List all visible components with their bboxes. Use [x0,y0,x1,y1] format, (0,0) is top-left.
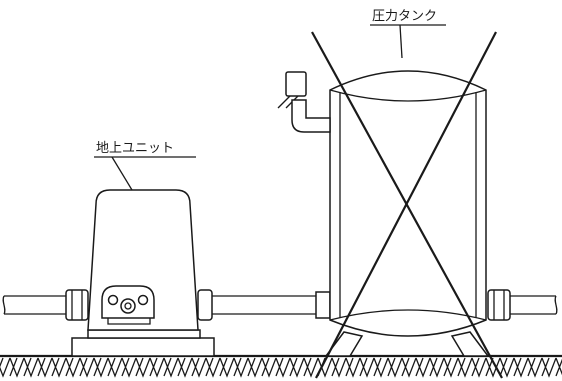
switch-box [285,71,307,97]
connecting-pipe [212,291,331,319]
elbow-pipe [291,99,331,133]
right-coupling [487,289,511,321]
ground-unit-leader [111,156,133,191]
ground-unit [87,189,213,331]
label-ground-unit: 地上ユニット [94,141,196,191]
base-plate [71,337,215,357]
ground-unit-label: 地上ユニット [96,141,174,156]
hatch-pattern [0,357,562,378]
pressure-tank-label: 圧力タンク [372,9,437,24]
pump-shaft [120,298,136,314]
ground-hatch [0,357,562,378]
tank-leg-left [324,331,364,357]
cross-mark [311,31,503,379]
unit-right-coupling [197,289,213,321]
ground [0,354,562,378]
pressure-switch [277,71,331,133]
pressure-tank-leader [399,24,403,59]
pump-bolt-right [137,294,149,306]
ground-unit-base [71,329,215,357]
cross-line-2 [315,31,497,379]
right-pipe [487,289,558,321]
label-pressure-tank: 圧力タンク [370,9,446,59]
pump-bolt-left [107,294,119,306]
tank-leg-right [450,331,490,357]
left-coupling [65,289,89,321]
base-top [87,329,201,339]
left-pipe [2,289,89,321]
tank-inlet-fitting [315,291,331,319]
